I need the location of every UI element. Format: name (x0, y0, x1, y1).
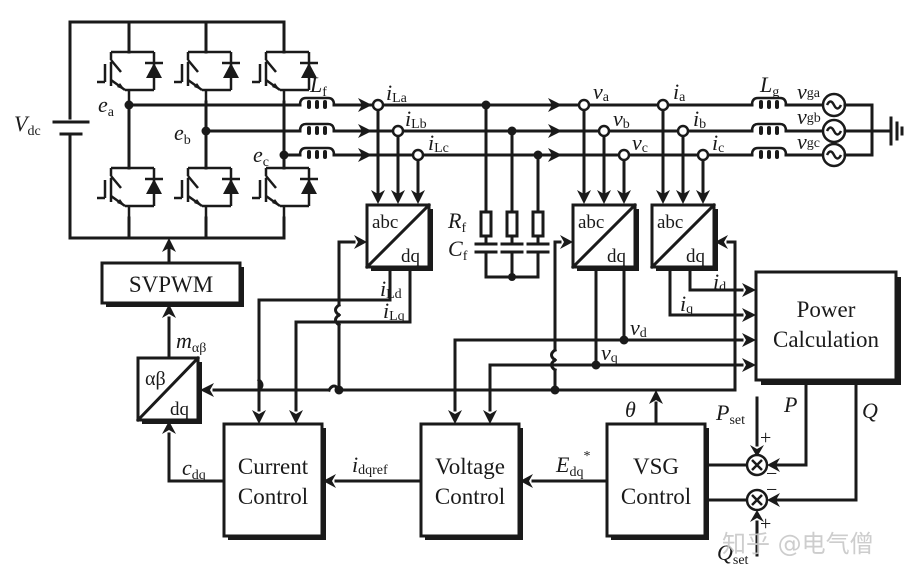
eb-label: eb (174, 120, 191, 148)
p-label: P (783, 392, 797, 417)
grid-source-a-icon (821, 92, 847, 118)
id-label: id (713, 269, 726, 295)
grid-inductor-c-icon (750, 146, 788, 161)
svg-text:abc: abc (372, 212, 398, 233)
inverter-bridge (52, 20, 320, 240)
igbt-lower-b-icon (172, 154, 242, 220)
svg-text:dq: dq (607, 246, 627, 267)
vb-label: vb (613, 106, 630, 132)
qset-label: Qset (717, 540, 749, 568)
m-alphabeta-label: mαβ (176, 328, 206, 356)
svpwm-block: SVPWM (100, 261, 244, 307)
q-minus-sign: − (766, 479, 777, 501)
theta-label: θ (625, 397, 636, 422)
vc-label: vc (632, 130, 648, 156)
cdq-label: cdq (182, 455, 206, 483)
igbt-lower-a-icon (95, 154, 165, 220)
q-plus-sign: + (760, 513, 771, 535)
svg-text:Power: Power (797, 297, 856, 322)
current-control-block: Current Control (222, 422, 326, 540)
p-minus-sign: − (766, 463, 777, 485)
dc-source-icon (52, 120, 90, 136)
svg-text:dq: dq (686, 246, 706, 267)
pset-label: Pset (715, 400, 745, 428)
vgc-label: vgc (797, 129, 820, 154)
ib-label: ib (693, 106, 706, 132)
idqref-label: idqref (352, 452, 388, 478)
svg-text:Control: Control (238, 484, 308, 509)
ground-icon (889, 116, 904, 146)
ilb-label: iLb (405, 106, 427, 132)
q-summing-junction-icon (745, 488, 769, 512)
p-summing-junction-icon (745, 453, 769, 477)
svg-text:Voltage: Voltage (435, 454, 505, 479)
vdc-label: Vdc (14, 111, 41, 139)
svg-text:Control: Control (435, 484, 505, 509)
vq-label: vq (601, 340, 618, 366)
svg-text:VSG: VSG (633, 454, 679, 479)
svg-text:Current: Current (238, 454, 309, 479)
p-plus-sign: + (760, 427, 771, 449)
svg-text:Calculation: Calculation (773, 327, 880, 352)
igbt-upper-b-icon (172, 38, 242, 104)
ia-label: ia (673, 79, 686, 105)
grid-source-c-icon (821, 142, 847, 168)
vgb-label: vgb (797, 104, 821, 129)
svg-text:dq: dq (401, 246, 421, 267)
grid-inductor-a-icon (750, 96, 788, 111)
ic-label: ic (712, 130, 724, 156)
grid-inductor-b-icon (750, 122, 788, 137)
lc-filter (474, 100, 550, 281)
svpwm-to-bridge-arrow (162, 238, 176, 252)
lg-label: Lg (759, 72, 779, 100)
ilc-label: iLc (428, 130, 449, 156)
svg-text:SVPWM: SVPWM (129, 272, 213, 297)
svg-text:dq: dq (170, 399, 190, 420)
ec-label: ec (253, 142, 269, 170)
ilq-label: iLq (383, 298, 405, 324)
vga-label: vga (797, 79, 821, 104)
rf-label: Rf (447, 208, 466, 236)
power-calculation-block: Power Calculation (754, 270, 901, 385)
abc-dq-transform-inductor-current: abc dq (364, 202, 433, 271)
vsg-control-block: VSG Control (605, 422, 709, 540)
va-label: va (593, 79, 610, 105)
filter-inductor-c-icon (298, 146, 336, 161)
abc-dq-transform-capacitor-voltage: abc dq (570, 202, 639, 271)
svg-text:αβ: αβ (145, 368, 166, 390)
signal-wiring (162, 235, 858, 557)
filter-inductor-a-icon (298, 96, 336, 111)
voltage-control-block: Voltage Control (419, 422, 523, 540)
svg-text:abc: abc (578, 212, 604, 233)
svg-text:abc: abc (657, 212, 683, 233)
watermark: 知乎 @电气僧 (722, 530, 874, 558)
measurement-points (371, 98, 710, 204)
lf-label: Lf (309, 72, 327, 100)
svg-text:Control: Control (621, 484, 691, 509)
cf-label: Cf (448, 236, 468, 264)
iq-label: iq (680, 291, 693, 317)
abc-dq-transform-grid-current: abc dq (649, 202, 718, 271)
ila-label: iLa (386, 80, 408, 106)
q-label: Q (862, 398, 878, 423)
grid-source-b-icon (821, 118, 847, 144)
edq-star-label: Edq* (555, 449, 590, 480)
dq-alphabeta-transform: αβ dq (135, 355, 202, 424)
vd-label: vd (630, 315, 647, 341)
igbt-upper-c-icon (250, 38, 320, 104)
ild-label: iLd (380, 276, 402, 302)
filter-inductor-b-icon (298, 122, 336, 137)
ea-label: ea (98, 92, 115, 120)
